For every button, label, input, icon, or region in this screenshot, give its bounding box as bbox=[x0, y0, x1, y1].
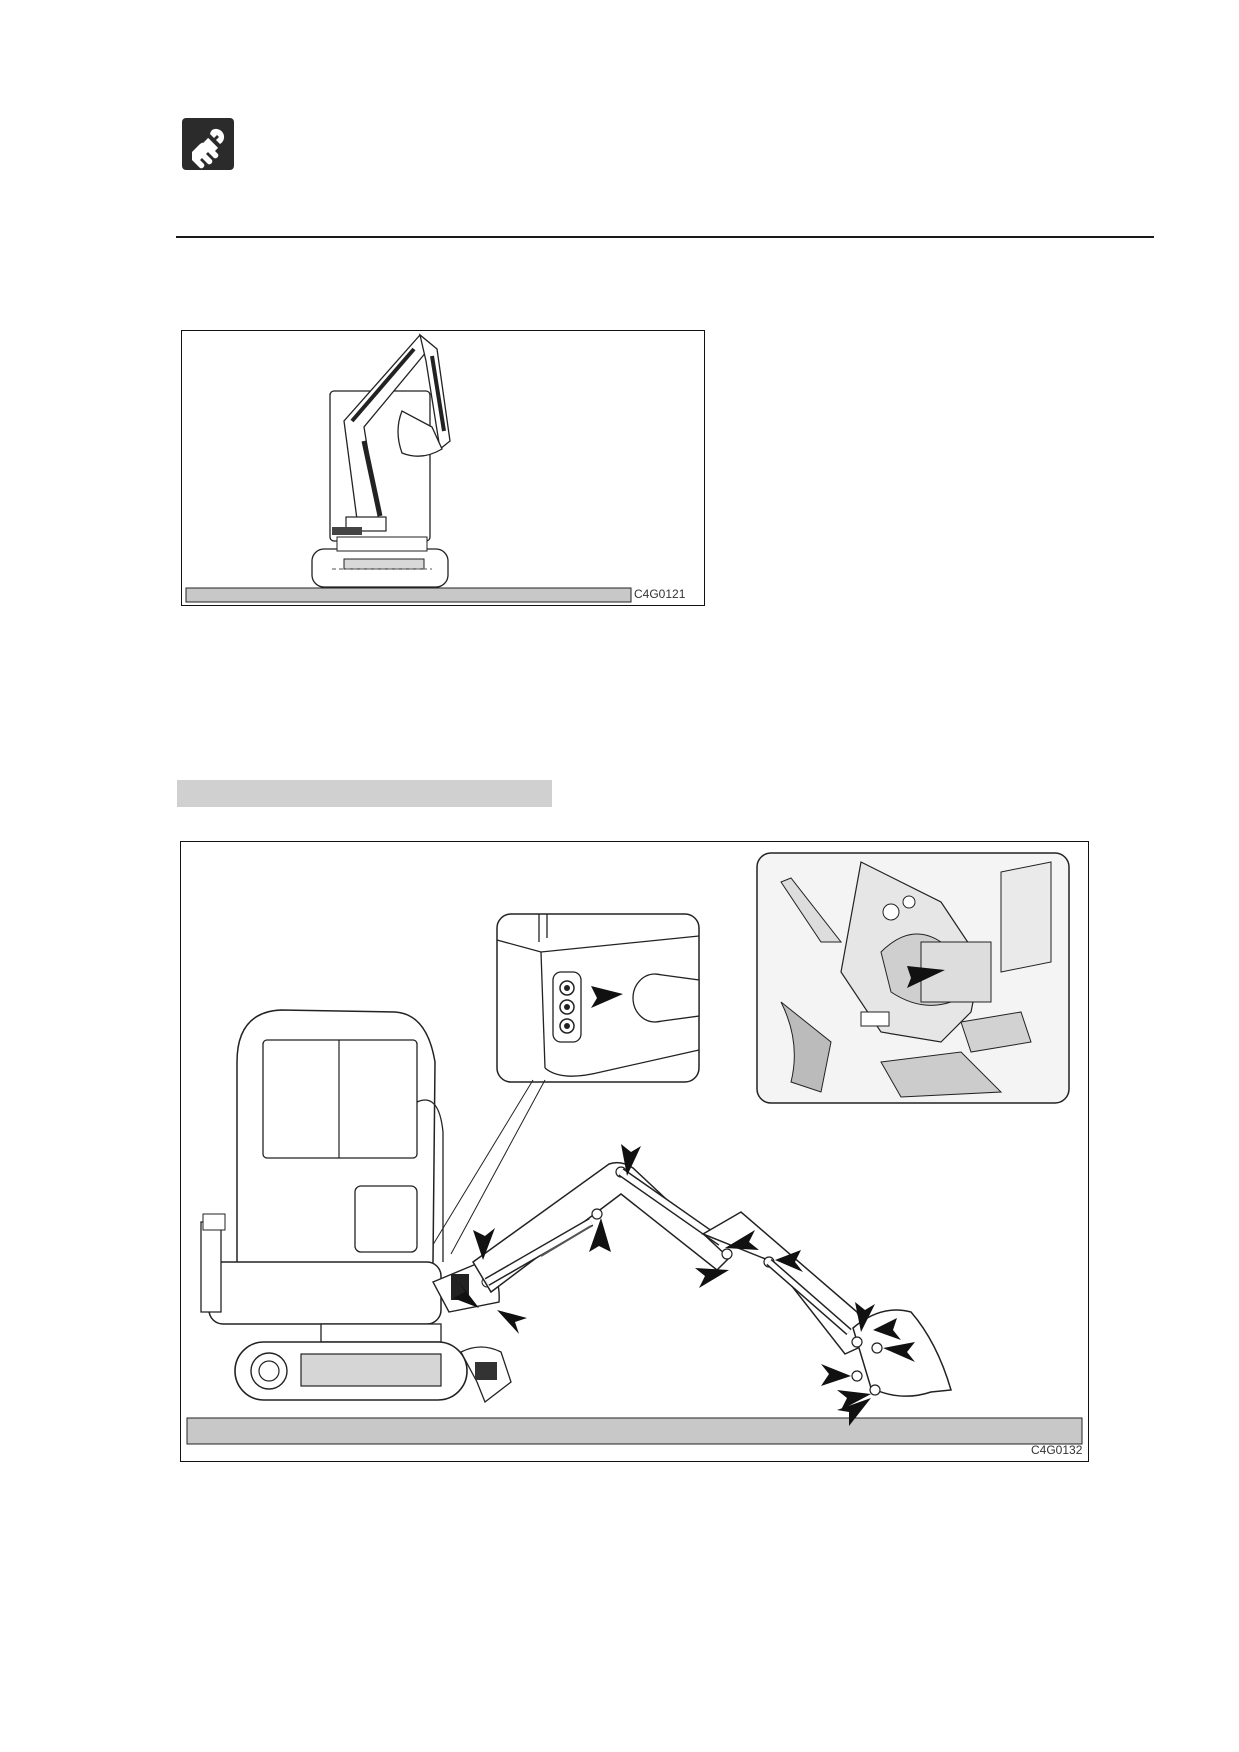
figure-front-view: C4G0121 bbox=[181, 330, 705, 606]
maintenance-icon bbox=[182, 118, 234, 170]
header-rule bbox=[176, 236, 1154, 238]
excavator-tracks bbox=[234, 1323, 512, 1404]
excavator-arm bbox=[701, 1211, 872, 1355]
excavator-boom bbox=[472, 1161, 731, 1294]
figure-code: C4G0132 bbox=[1031, 1443, 1083, 1457]
inset-photo-detail bbox=[756, 852, 1070, 1104]
excavator-cab bbox=[200, 1009, 444, 1325]
lubrication-point-arrows bbox=[453, 1144, 915, 1426]
section-heading-bar bbox=[177, 780, 552, 807]
figure-code: C4G0121 bbox=[634, 587, 686, 601]
inset-grease-fittings bbox=[496, 913, 700, 1083]
figure-side-view-lubrication: C4G0132 bbox=[180, 841, 1089, 1462]
